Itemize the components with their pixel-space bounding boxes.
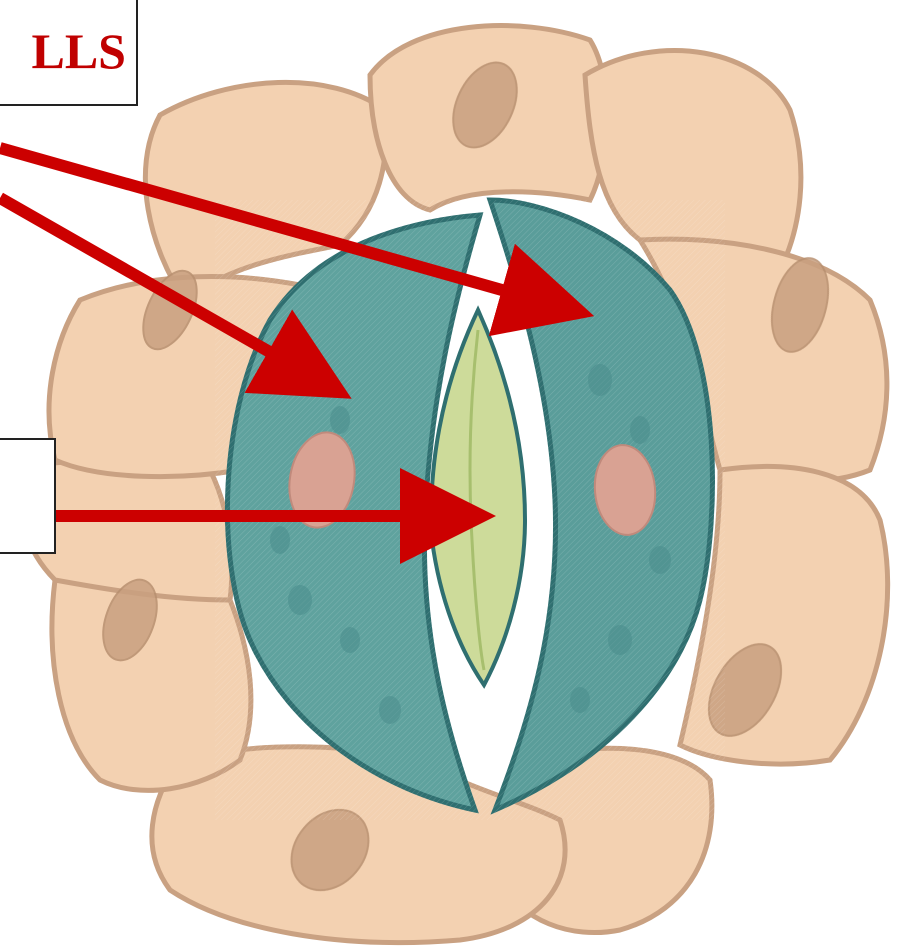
guard-cells-label: LLS [0,0,138,106]
guard-cells-label-text: LLS [31,26,126,76]
stoma-label [0,438,56,554]
